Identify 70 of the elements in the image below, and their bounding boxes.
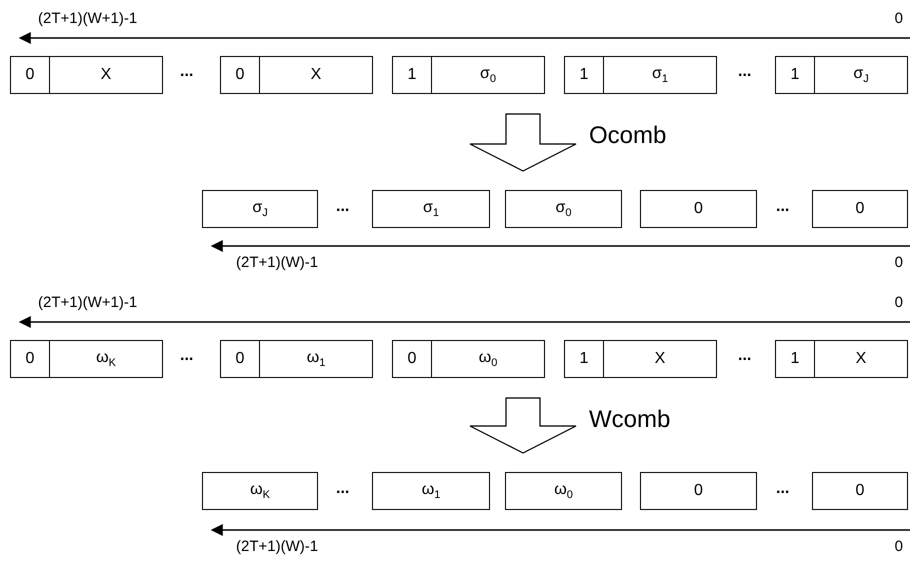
register-field <box>505 472 622 510</box>
flag-bit: 1 <box>790 66 800 84</box>
bit-index: (2T+1)(W+1)-1 <box>38 294 138 312</box>
ellipsis: ... <box>180 347 194 365</box>
register-field <box>392 56 545 94</box>
field-value: ω$_{0}$ <box>554 480 573 502</box>
bit-index: 0 <box>894 294 903 312</box>
register-field <box>220 56 373 94</box>
ellipsis: ... <box>336 198 350 216</box>
flag-bit: 0 <box>408 350 416 368</box>
register-field <box>812 190 908 228</box>
field-value: σ$_{1}$ <box>423 198 439 220</box>
field-value: 0 <box>856 482 864 500</box>
block-arrow <box>469 397 577 454</box>
register-field <box>812 472 908 510</box>
ellipsis: ... <box>180 63 194 81</box>
flag-bit: 1 <box>790 350 800 368</box>
block-arrow <box>469 113 577 172</box>
field-value: ω$_{1}$ <box>306 348 326 370</box>
field-value: σ$_{J}$ <box>853 64 869 86</box>
register-field <box>505 190 622 228</box>
ellipsis: ... <box>336 480 350 498</box>
flag-bit: 0 <box>26 350 34 368</box>
flag-bit: 0 <box>26 66 34 84</box>
register-field <box>564 340 717 378</box>
flag-bit: 1 <box>580 350 588 368</box>
field-value: ω$_{0}$ <box>478 348 498 370</box>
register-field <box>10 340 163 378</box>
field-value: 0 <box>694 200 703 218</box>
bit-index: 0 <box>894 10 903 28</box>
field-value: σ$_{0}$ <box>480 64 496 86</box>
field-value: X <box>100 66 112 84</box>
field-value: ω$_{K}$ <box>96 348 116 370</box>
flag-bit: 1 <box>580 66 588 84</box>
field-value: σ$_{1}$ <box>652 64 668 86</box>
register-field <box>202 190 318 228</box>
register-field <box>372 190 490 228</box>
bit-index: (2T+1)(W+1)-1 <box>38 10 138 28</box>
register-field <box>202 472 318 510</box>
flag-bit: 0 <box>236 66 244 84</box>
register-field <box>220 340 373 378</box>
ellipsis: ... <box>738 347 752 365</box>
register-field <box>775 340 908 378</box>
bit-index: 0 <box>894 538 903 556</box>
register-field <box>372 472 490 510</box>
register-field <box>640 190 757 228</box>
ellipsis: ... <box>776 198 790 216</box>
register-field <box>392 340 545 378</box>
ellipsis: ... <box>738 63 752 81</box>
field-value: ω$_{1}$ <box>422 480 440 502</box>
field-value: X <box>654 350 666 368</box>
edge-label: Ocomb <box>589 122 666 150</box>
bit-index: (2T+1)(W)-1 <box>236 254 318 272</box>
register-field <box>10 56 163 94</box>
field-value: 0 <box>856 200 864 218</box>
register-field <box>775 56 908 94</box>
field-value: σ$_{J}$ <box>252 198 268 220</box>
bit-index: 0 <box>894 254 903 272</box>
ellipsis: ... <box>776 480 790 498</box>
edge-label: Wcomb <box>589 406 670 434</box>
flag-bit: 0 <box>236 350 244 368</box>
register-field <box>640 472 757 510</box>
register-field <box>564 56 717 94</box>
bit-index: (2T+1)(W)-1 <box>236 538 318 556</box>
field-value: 0 <box>694 482 703 500</box>
field-value: X <box>856 350 866 368</box>
field-value: σ$_{0}$ <box>556 198 572 220</box>
flag-bit: 1 <box>408 66 416 84</box>
field-value: X <box>310 66 322 84</box>
field-value: ω$_{K}$ <box>250 480 270 502</box>
